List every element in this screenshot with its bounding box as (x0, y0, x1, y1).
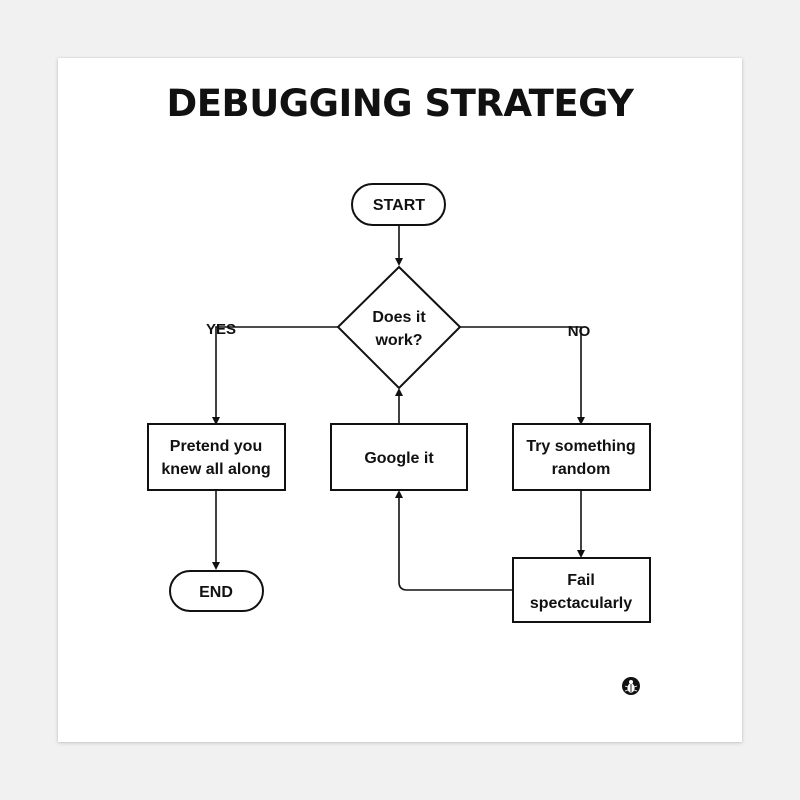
pretend-label-line2: knew all along (161, 461, 270, 478)
end-label: END (199, 584, 233, 601)
connectors (212, 225, 585, 591)
arrowhead (212, 562, 220, 570)
pretend-shape (147, 423, 286, 491)
bug-icon (622, 677, 640, 695)
random-shape (512, 423, 651, 491)
fail-label-line1: Fail (567, 572, 595, 589)
poster (58, 58, 742, 742)
google-label: Google it (364, 450, 434, 467)
start-label: START (373, 197, 425, 214)
google-shape (330, 423, 468, 491)
arrowhead (395, 388, 403, 396)
node-google: Google it (330, 423, 468, 491)
decision-label-line2: work? (374, 332, 422, 349)
no-label: NO (568, 323, 591, 340)
arrowhead (395, 258, 403, 266)
random-label-line2: random (552, 461, 611, 478)
decision-label-line1: Does it (372, 309, 426, 326)
random-label-line1: Try something (526, 438, 635, 455)
arrowhead (577, 550, 585, 558)
edge-yes (215, 326, 338, 418)
node-random: Try something random (512, 423, 651, 491)
node-fail: Fail spectacularly (512, 557, 651, 623)
fail-label-line2: spectacularly (530, 595, 632, 612)
fail-shape (512, 557, 651, 623)
page-title: DEBUGGING STRATEGY (166, 82, 634, 125)
end-shape (169, 570, 264, 612)
arrowhead (577, 417, 585, 425)
node-start: START (351, 183, 446, 226)
arrowhead (212, 417, 220, 425)
node-decision: Does it work? (336, 265, 462, 390)
pretend-label-line1: Pretend you (170, 438, 262, 455)
decision-shape (336, 265, 462, 390)
edge-fail-google (398, 497, 513, 591)
node-end: END (169, 570, 264, 612)
start-shape (351, 183, 446, 226)
node-pretend: Pretend you knew all along (147, 423, 286, 491)
yes-label: YES (206, 321, 236, 338)
arrowhead (395, 490, 403, 498)
edge-no (460, 326, 582, 418)
